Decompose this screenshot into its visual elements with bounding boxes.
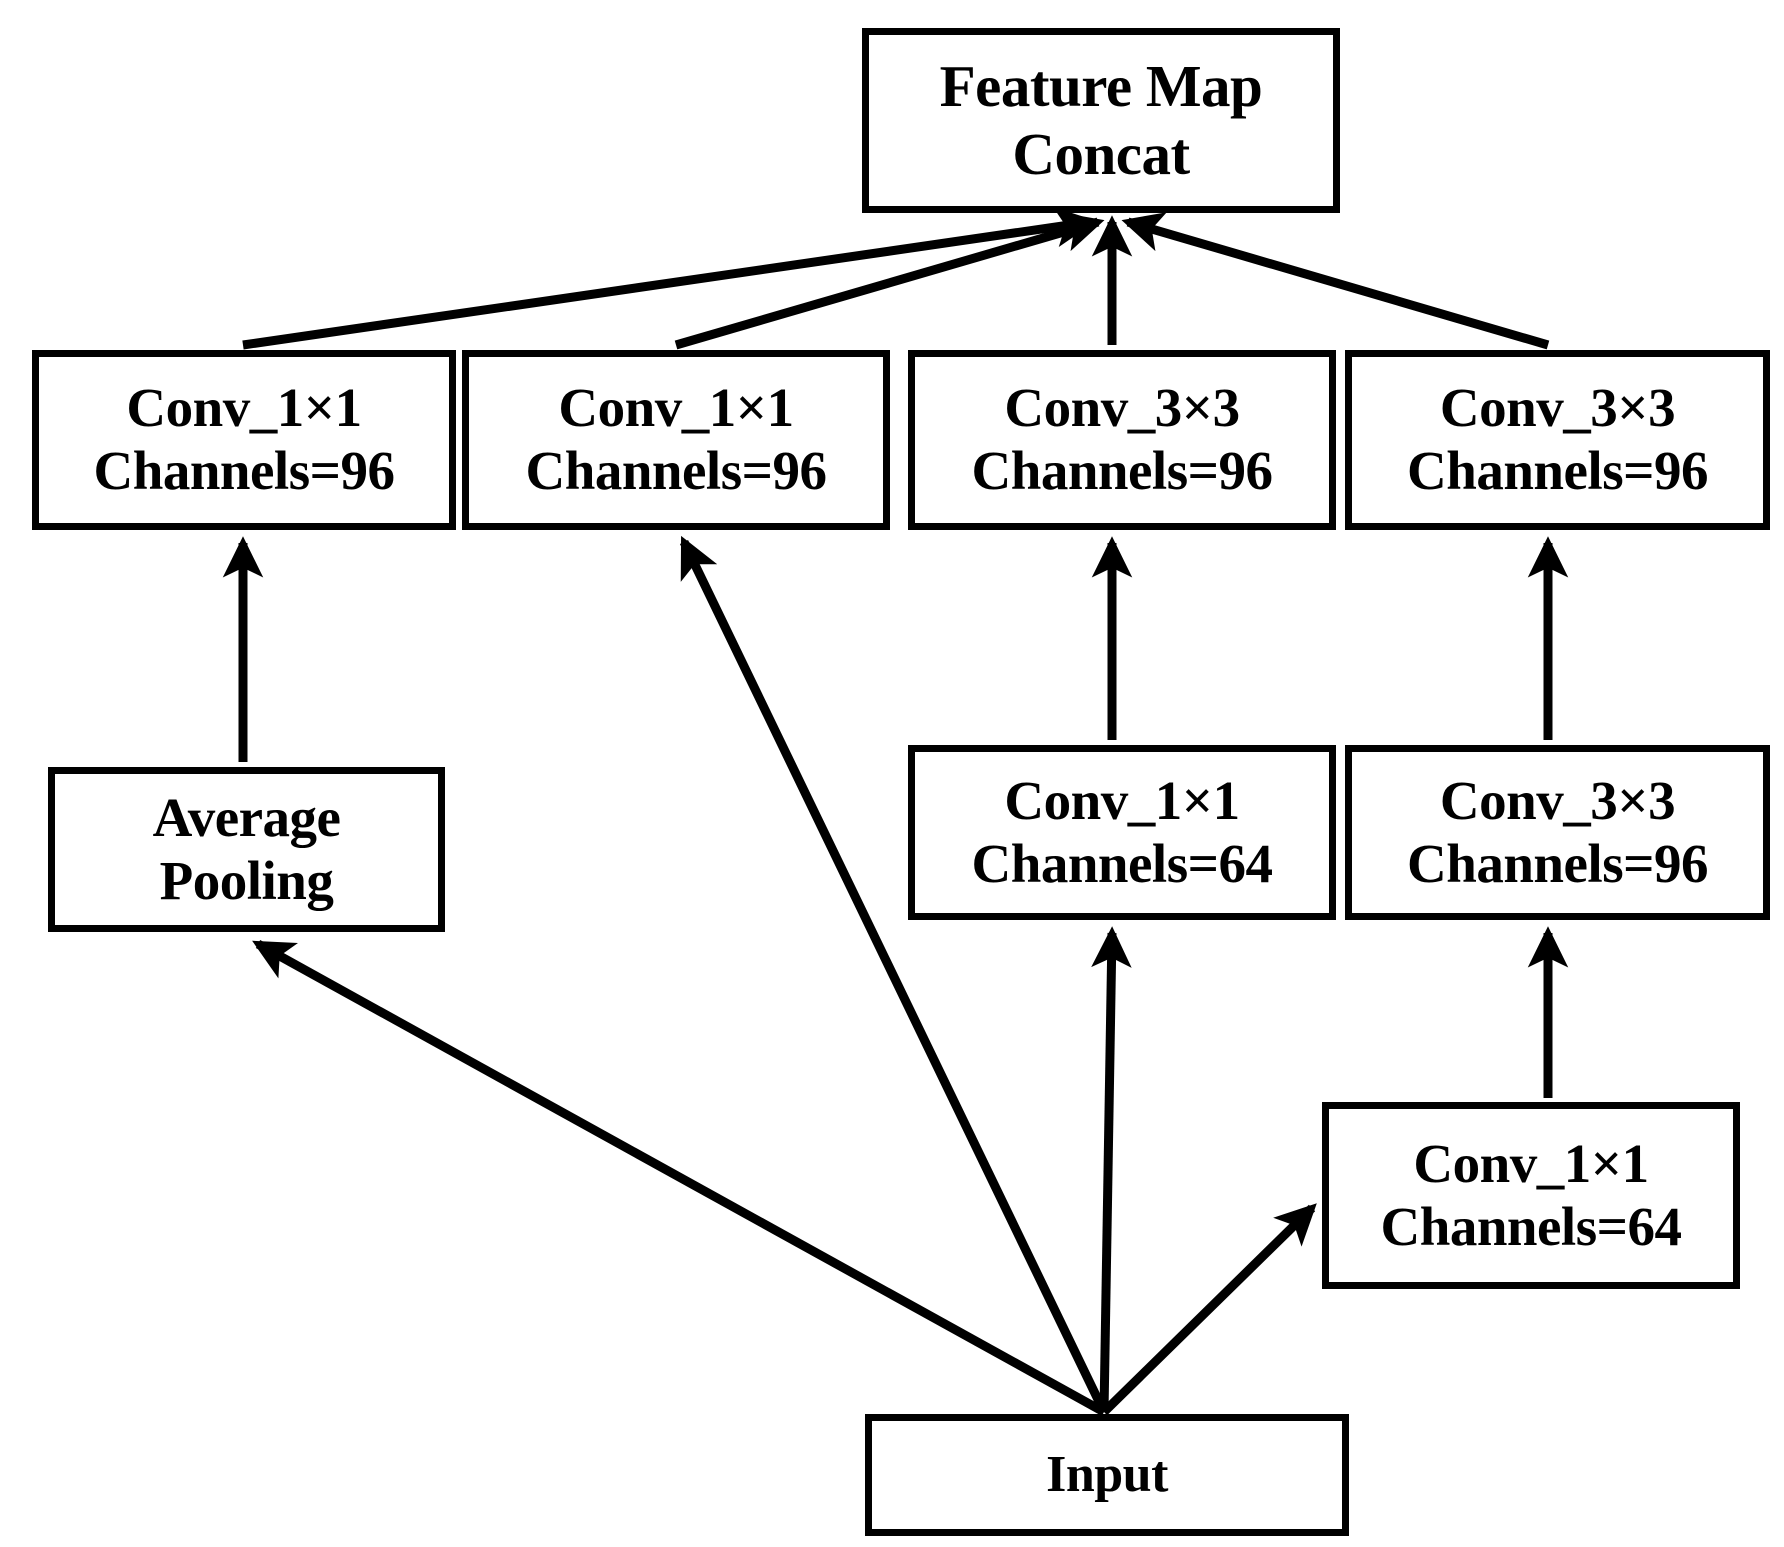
- node-line: Channels=96: [1407, 440, 1708, 501]
- edge-conv1b-to-concat: [674, 212, 1105, 350]
- node-conv-3x3-96-branch-d[interactable]: Conv_3×3 Channels=96: [1345, 350, 1770, 530]
- node-line: Feature Map: [939, 53, 1263, 120]
- node-conv-1x1-96-branch-a[interactable]: Conv_1×1 Channels=96: [32, 350, 456, 530]
- node-line: Conv_1×1: [1413, 1132, 1649, 1194]
- node-line: Input: [1046, 1446, 1168, 1504]
- node-conv-3x3-96-branch-c[interactable]: Conv_3×3 Channels=96: [908, 350, 1336, 530]
- node-line: Conv_3×3: [1439, 769, 1676, 831]
- node-average-pooling[interactable]: Average Pooling: [48, 767, 445, 932]
- edge-conv3d-to-concat: [1121, 212, 1550, 350]
- edge-input-to-conv1b: [679, 535, 1109, 1414]
- node-line: Conv_1×1: [558, 377, 794, 439]
- node-conv-1x1-64-branch-c[interactable]: Conv_1×1 Channels=64: [908, 745, 1336, 920]
- edge-input-to-conv1d: [1100, 1203, 1317, 1416]
- node-line: Channels=96: [93, 440, 395, 501]
- node-line: Conv_3×3: [1004, 377, 1240, 439]
- node-conv-1x1-64-branch-d-stage1[interactable]: Conv_1×1 Channels=64: [1322, 1102, 1740, 1289]
- edge-conv1a-to-concat: [242, 206, 1097, 350]
- node-conv-1x1-96-branch-b[interactable]: Conv_1×1 Channels=96: [462, 350, 890, 530]
- edge-input-to-conv1c: [1091, 926, 1132, 1413]
- node-line: Channels=64: [1380, 1195, 1682, 1257]
- node-conv-3x3-96-branch-d-stage2[interactable]: Conv_3×3 Channels=96: [1345, 745, 1770, 920]
- node-line: Channels=96: [971, 440, 1273, 501]
- node-line: Pooling: [159, 849, 334, 911]
- node-feature-map-concat[interactable]: Feature Map Concat: [862, 28, 1340, 213]
- node-line: Channels=96: [525, 440, 827, 501]
- node-input[interactable]: Input: [865, 1414, 1349, 1536]
- edge-input-to-avgpool: [252, 940, 1107, 1416]
- node-line: Concat: [1012, 120, 1190, 187]
- node-line: Channels=96: [1407, 832, 1708, 894]
- node-line: Conv_3×3: [1439, 377, 1676, 439]
- node-line: Channels=64: [971, 832, 1273, 894]
- node-line: Conv_1×1: [1004, 769, 1240, 831]
- node-line: Average: [152, 786, 341, 848]
- node-line: Conv_1×1: [126, 377, 362, 439]
